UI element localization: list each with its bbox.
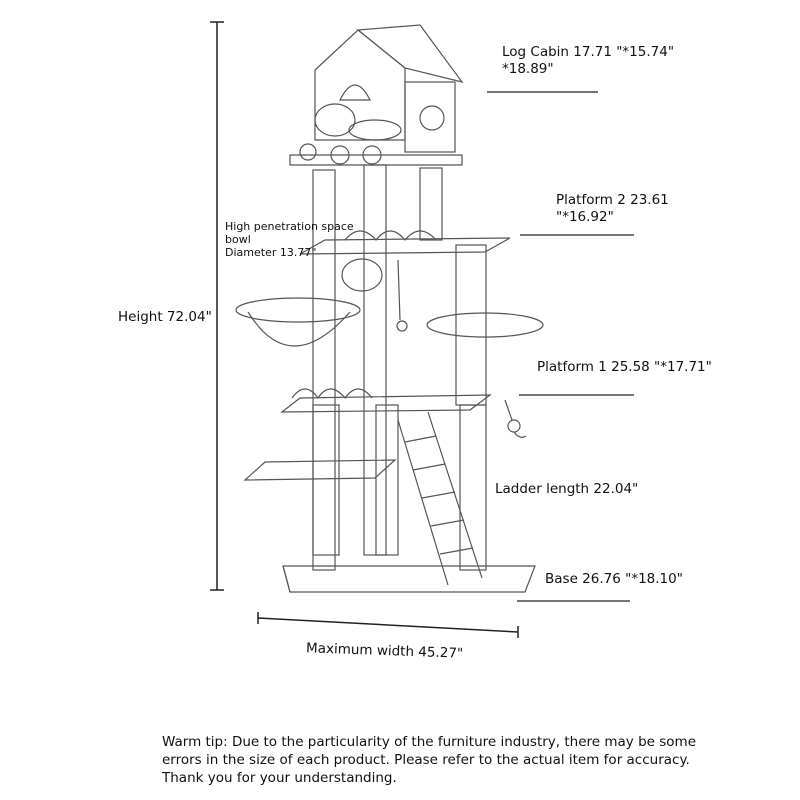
ladder: [397, 411, 483, 586]
platform-2-label: Platform 2 23.61 "*16.92": [556, 192, 669, 225]
bowl-label: High penetration space bowl Diameter 13.…: [225, 220, 354, 259]
lower-platform: [243, 459, 397, 481]
bowl: [235, 258, 408, 347]
ladder-label: Ladder length 22.04": [495, 481, 639, 497]
platform-1: [280, 388, 492, 413]
warm-tip-line: Thank you for your understanding.: [162, 770, 397, 786]
base: [282, 565, 536, 593]
height-dimension-line: [210, 21, 224, 591]
platform-1-label: Platform 1 25.58 "*17.71": [537, 359, 712, 375]
platform-2: [299, 230, 511, 255]
log-cabin-label: Log Cabin 17.71 "*15.74" *18.89": [502, 44, 675, 77]
height-label: Height 72.04": [118, 309, 212, 325]
width-dimension-line: [257, 612, 519, 638]
leader-lines: [487, 91, 634, 602]
warm-tip-line: Warm tip: Due to the particularity of th…: [162, 734, 697, 750]
base-label: Base 26.76 "*18.10": [545, 571, 683, 587]
warm-tip-line: errors in the size of each product. Plea…: [162, 752, 690, 768]
warm-tip: Warm tip: Due to the particularity of th…: [162, 733, 722, 787]
hanging-toy: [504, 399, 527, 438]
log-cabin: [289, 24, 464, 166]
round-platform: [426, 312, 544, 338]
